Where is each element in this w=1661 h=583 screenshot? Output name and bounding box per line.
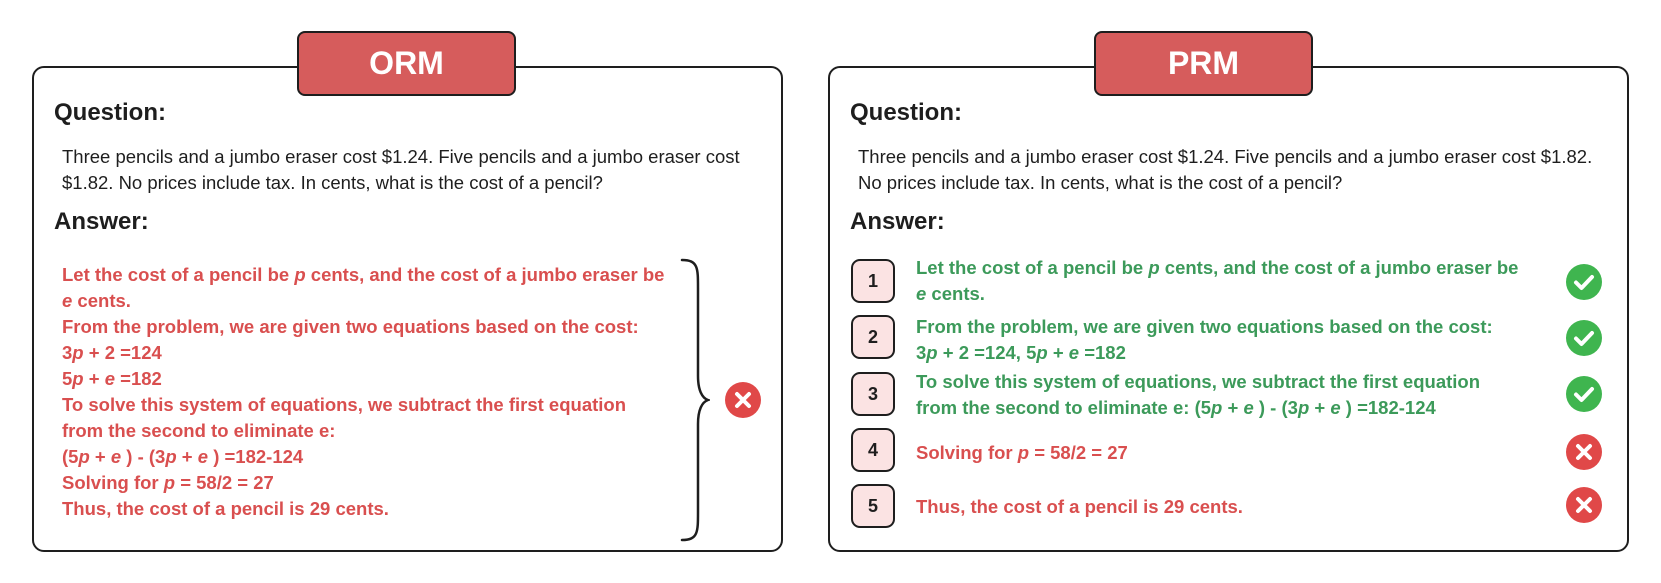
prm-question-text: Three pencils and a jumbo eraser cost $1…: [858, 144, 1592, 196]
check-icon: [1566, 320, 1602, 356]
step-text: Thus, the cost of a pencil is 29 cents.: [916, 496, 1243, 517]
step-text: From the problem, we are given two equat…: [916, 316, 1493, 363]
cross-icon: [725, 382, 761, 418]
orm-answer-line: Let the cost of a pencil be p cents, and…: [62, 264, 665, 311]
check-icon: [1566, 376, 1602, 412]
orm-answer-line: 3p + 2 =124: [62, 342, 162, 363]
orm-answer-line: from the second to eliminate e:: [62, 420, 336, 441]
step-number-box: 1: [851, 259, 895, 303]
step-number-box: 3: [851, 372, 895, 416]
orm-panel: [32, 66, 783, 552]
prm-answer-heading: Answer:: [850, 208, 945, 235]
orm-answer-line: To solve this system of equations, we su…: [62, 394, 627, 415]
orm-answer-line: Solving for p = 58/2 = 27: [62, 472, 274, 493]
orm-answer-line: (5p + e ) - (3p + e ) =182-124: [62, 446, 304, 467]
prm-question-line-1: Three pencils and a jumbo eraser cost $1…: [858, 146, 1593, 167]
prm-question-line-2: No prices include tax. In cents, what is…: [858, 172, 1343, 193]
step-text: Solving for p = 58/2 = 27: [916, 442, 1128, 463]
orm-answer-block: Let the cost of a pencil be p cents, and…: [62, 262, 682, 522]
orm-answer-heading: Answer:: [54, 208, 149, 235]
orm-answer-line: From the problem, we are given two equat…: [62, 316, 639, 337]
step-text: Let the cost of a pencil be p cents, and…: [916, 257, 1519, 304]
step-number-box: 5: [851, 484, 895, 528]
step-number-box: 2: [851, 315, 895, 359]
step-text: To solve this system of equations, we su…: [916, 371, 1481, 418]
orm-question-heading: Question:: [54, 99, 166, 126]
prm-panel: [828, 66, 1629, 552]
orm-question-line-2: $1.82. No prices include tax. In cents, …: [62, 172, 603, 193]
orm-question-line-1: Three pencils and a jumbo eraser cost $1…: [62, 146, 740, 167]
orm-answer-line: 5p + e =182: [62, 368, 162, 389]
orm-question-text: Three pencils and a jumbo eraser cost $1…: [62, 144, 740, 196]
cross-icon: [1566, 487, 1602, 523]
check-icon: [1566, 264, 1602, 300]
prm-question-heading: Question:: [850, 99, 962, 126]
prm-badge: PRM: [1094, 31, 1313, 96]
orm-badge: ORM: [297, 31, 516, 96]
step-number-box: 4: [851, 428, 895, 472]
curly-brace-icon: [680, 258, 710, 542]
orm-answer-line: Thus, the cost of a pencil is 29 cents.: [62, 498, 389, 519]
cross-icon: [1566, 434, 1602, 470]
